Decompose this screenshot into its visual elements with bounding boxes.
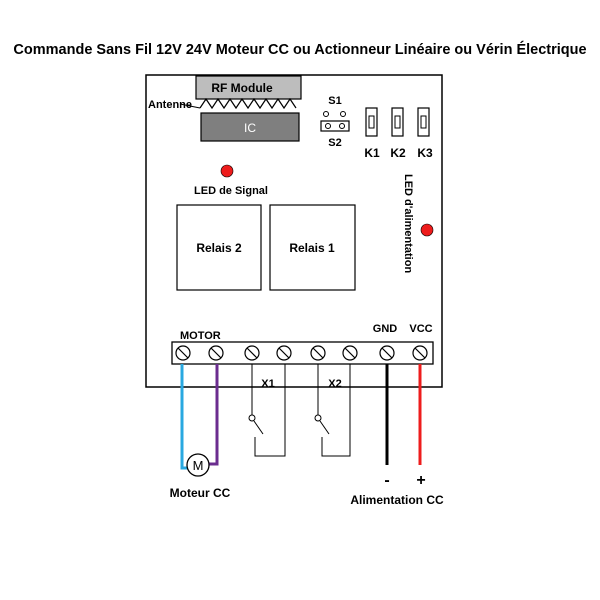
terminal-screw-slot-7: [381, 347, 393, 359]
k1-label: K1: [364, 146, 380, 160]
plus-sign: +: [416, 472, 425, 489]
signal-led: [220, 164, 234, 178]
x1-switch: [248, 364, 286, 457]
k3-label: K3: [417, 146, 433, 160]
relay-2: [176, 204, 262, 291]
power-caption: Alimentation CC: [350, 493, 444, 507]
s1-pin-left: [323, 111, 329, 117]
s2-pin-right: [339, 123, 345, 129]
relay-2-label: Relais 2: [196, 241, 242, 255]
antenna-label: Antenne: [148, 99, 192, 111]
ic-chip: [200, 112, 300, 142]
terminal-screw-slot-3: [246, 347, 258, 359]
diagram-title: Commande Sans Fil 12V 24V Moteur CC ou A…: [13, 41, 586, 58]
dc-motor-icon: [186, 453, 210, 477]
power-led: [420, 223, 434, 237]
relay-1-label: Relais 1: [289, 241, 335, 255]
vcc-label: VCC: [409, 323, 432, 335]
x1-label: X1: [261, 378, 274, 390]
k2-label: K2: [390, 146, 406, 160]
motor-terminal-label: MOTOR: [180, 330, 221, 342]
relay-1: [269, 204, 356, 291]
ic-label: IC: [244, 121, 256, 135]
k1-button[interactable]: [365, 107, 378, 137]
terminal-screw-slot-8: [414, 347, 426, 359]
s1-label: S1: [328, 95, 341, 107]
terminal-screw-slot-2: [210, 347, 222, 359]
terminal-screw-slot-1: [177, 347, 189, 359]
gnd-label: GND: [373, 323, 398, 335]
antenna-lead: [179, 103, 201, 109]
k3-button[interactable]: [417, 107, 430, 137]
rf-module: [195, 75, 302, 100]
terminal-screw-slot-4: [278, 347, 290, 359]
purple-motor-wire: [207, 364, 219, 466]
terminal-block: [171, 341, 434, 365]
k2-button[interactable]: [391, 107, 404, 137]
signal-led-label: LED de Signal: [194, 185, 268, 197]
power-led-label: LED d'alimentation: [402, 174, 414, 273]
motor-caption: Moteur CC: [170, 486, 231, 500]
rf-module-label: RF Module: [211, 81, 273, 95]
terminal-screw-slot-5: [312, 347, 324, 359]
terminal-screws: [175, 345, 428, 361]
x2-label: X2: [328, 378, 341, 390]
s2-pin-left: [325, 123, 331, 129]
motor-symbol: M: [193, 458, 204, 473]
s1-pin-right: [340, 111, 346, 117]
antenna-coil: [199, 97, 297, 110]
terminal-screw-slot-6: [344, 347, 356, 359]
minus-sign: -: [384, 472, 389, 489]
x2-switch: [314, 364, 351, 457]
s2-jumper[interactable]: [320, 120, 350, 132]
s2-label: S2: [328, 137, 341, 149]
